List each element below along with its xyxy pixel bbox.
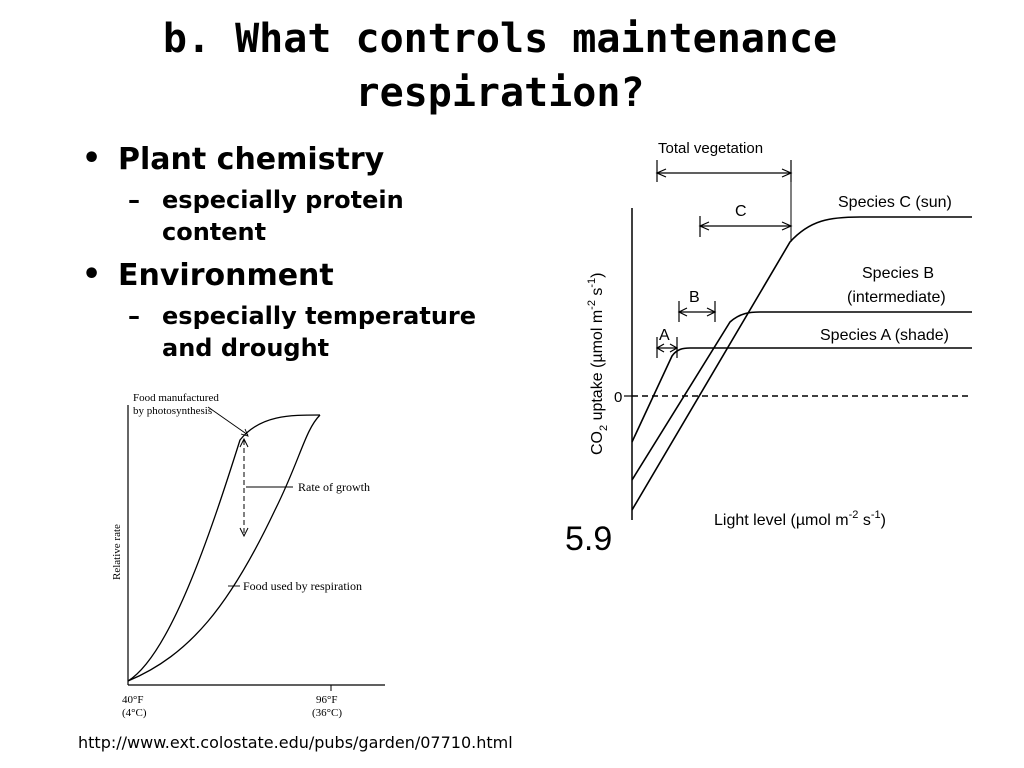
sub-bullet-dash: – bbox=[128, 302, 140, 330]
bracket-a-arrow-left bbox=[655, 343, 665, 353]
total-vegetation-arrow-left bbox=[655, 168, 667, 178]
bullet-list: • Plant chemistry – especially protein c… bbox=[78, 141, 508, 374]
total-vegetation-arrow-right bbox=[781, 168, 793, 178]
bullet-dot: • bbox=[82, 257, 102, 292]
species-c-label: Species C (sun) bbox=[838, 194, 952, 211]
species-b-curve bbox=[631, 311, 972, 481]
photosynthesis-leader bbox=[207, 406, 249, 436]
y-axis-label-rest: uptake (µmol m bbox=[589, 310, 606, 425]
x-tick-high-label: 96°F bbox=[316, 694, 338, 706]
y-axis-label: CO2 uptake (µmol m-2 s-1) bbox=[586, 273, 610, 456]
sub-bullet-item: – especially temperature and drought bbox=[78, 300, 508, 364]
sub-bullet-line: especially protein bbox=[162, 186, 404, 214]
bullet-item: • Plant chemistry bbox=[78, 141, 508, 178]
x-axis-label-exp2: -1 bbox=[871, 509, 881, 521]
bullet-text: Environment bbox=[118, 258, 334, 293]
species-a-label: Species A (shade) bbox=[820, 327, 949, 344]
x-axis-label-s: s bbox=[858, 512, 870, 529]
bracket-b-arrow-right bbox=[706, 307, 717, 317]
growth-gap-arrow-bottom bbox=[239, 527, 249, 538]
growth-gap-arrow-top bbox=[239, 437, 249, 448]
respiration-curve bbox=[127, 414, 321, 682]
y-axis-label-co: CO bbox=[589, 431, 606, 455]
sub-bullet-dash: – bbox=[128, 186, 140, 214]
x-axis-label-main: Light level (µmol m bbox=[714, 512, 849, 529]
zero-label: 0 bbox=[614, 389, 622, 406]
species-a-curve bbox=[631, 347, 972, 443]
slide-title: b. What controls maintenance respiration… bbox=[0, 12, 1000, 120]
photosynthesis-curve bbox=[127, 414, 321, 682]
photosynthesis-leader-arrow bbox=[240, 428, 249, 437]
y-axis-label: Relative rate bbox=[111, 524, 123, 580]
bullet-item: • Environment bbox=[78, 257, 508, 294]
species-c-curve bbox=[631, 216, 972, 511]
x-tick-low-label-2: (4°C) bbox=[122, 707, 147, 719]
sub-bullet-line: content bbox=[162, 218, 267, 246]
co2-uptake-figure: Total vegetation C B A Species C (sun) S… bbox=[586, 140, 972, 529]
bullet-text: Plant chemistry bbox=[118, 142, 385, 177]
bracket-a-label: A bbox=[659, 327, 670, 344]
x-tick-low-label: 40°F bbox=[122, 694, 144, 706]
x-axis-label: Light level (µmol m-2 s-1) bbox=[714, 509, 886, 529]
growth-label: Rate of growth bbox=[298, 480, 370, 494]
y-axis-label-exp1: -2 bbox=[586, 300, 598, 310]
photosynthesis-label-2: by photosynthesis bbox=[133, 405, 212, 417]
bracket-b-arrow-left bbox=[677, 307, 688, 317]
growth-respiration-figure: Food manufactured by photosynthesis Rate… bbox=[111, 392, 385, 719]
sub-bullet-line: and drought bbox=[162, 334, 330, 362]
slide-title-line2: respiration? bbox=[355, 70, 645, 116]
species-b-label-line2: (intermediate) bbox=[847, 289, 946, 306]
y-axis-label-close: ) bbox=[589, 273, 606, 278]
y-axis-label-exp2: -1 bbox=[586, 278, 598, 288]
bracket-b-label: B bbox=[689, 289, 700, 306]
slide-title-line1: b. What controls maintenance bbox=[162, 16, 838, 62]
photosynthesis-label: Food manufactured bbox=[133, 392, 219, 404]
x-axis-label-close: ) bbox=[881, 512, 886, 529]
x-tick-high-label-2: (36°C) bbox=[312, 707, 342, 719]
bracket-c-arrow-right bbox=[781, 221, 793, 231]
source-url[interactable]: http://www.ext.colostate.edu/pubs/garden… bbox=[78, 733, 513, 752]
y-axis-label-sub: 2 bbox=[598, 425, 610, 431]
respiration-label: Food used by respiration bbox=[243, 579, 362, 593]
slide-number: 5.9 bbox=[565, 520, 613, 558]
total-vegetation-label: Total vegetation bbox=[658, 140, 763, 157]
photosynthesis-label-line2: by photosynthesis bbox=[133, 405, 212, 417]
sub-bullet-item: – especially protein content bbox=[78, 184, 508, 248]
y-axis-label-s: s bbox=[589, 288, 606, 300]
bullet-dot: • bbox=[82, 141, 102, 176]
photosynthesis-label-line1: Food manufactured bbox=[133, 392, 219, 404]
species-b-label-line1: Species B bbox=[862, 265, 934, 282]
x-axis-label-exp1: -2 bbox=[849, 509, 859, 521]
bracket-c-label: C bbox=[735, 203, 747, 220]
bracket-a-arrow-right bbox=[669, 343, 679, 353]
sub-bullet-line: especially temperature bbox=[162, 302, 477, 330]
bracket-c-arrow-left bbox=[698, 221, 710, 231]
